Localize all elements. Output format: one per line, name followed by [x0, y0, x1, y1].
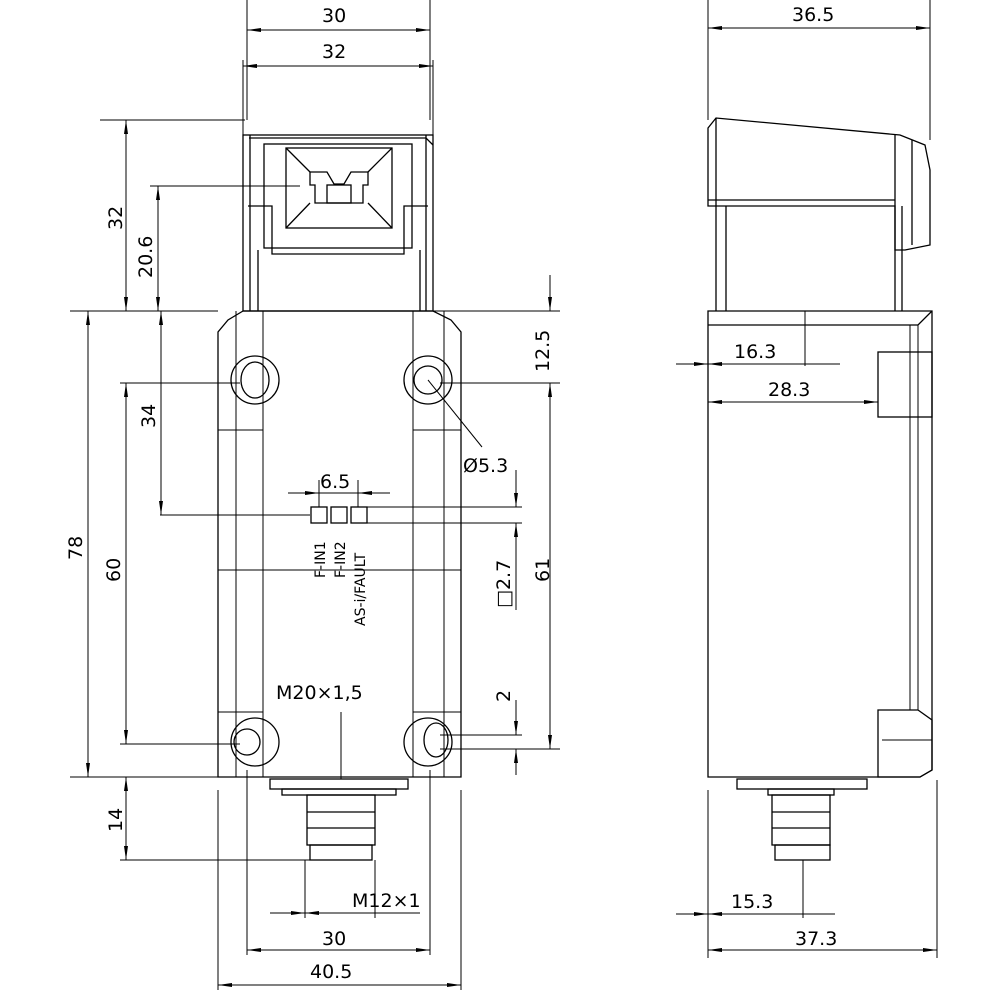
- mounting-hole: [423, 722, 449, 758]
- side-connector: [736, 778, 868, 861]
- led-label-asi-fault: AS-i/FAULT: [353, 552, 369, 626]
- dim-78: 78: [65, 536, 87, 560]
- dim-32-left: 32: [105, 206, 127, 230]
- dim-led-size: □2.7: [493, 560, 515, 608]
- dim-16-3: 16.3: [734, 341, 776, 363]
- m12-connector: [269, 778, 409, 861]
- dim-32-top: 32: [322, 41, 346, 63]
- led-indicators: [310, 506, 368, 524]
- dim-36-5: 36.5: [792, 4, 834, 26]
- mounting-hole: [240, 361, 270, 399]
- connector-thread-label: M12×1: [352, 890, 421, 912]
- dim-30-top: 30: [322, 5, 346, 27]
- side-view: [707, 117, 933, 861]
- front-view: [217, 134, 462, 861]
- dim-60: 60: [103, 558, 125, 582]
- actuator-slot: [285, 147, 393, 229]
- mounting-hole: [413, 365, 443, 395]
- cable-entry-label: M20×1,5: [276, 682, 363, 704]
- dim-12-5: 12.5: [532, 330, 554, 372]
- actuator-head: [242, 134, 434, 312]
- dim-14: 14: [105, 808, 127, 832]
- led-label-f-in1: F-IN1: [313, 541, 329, 578]
- dim-15-3: 15.3: [731, 891, 773, 913]
- dim-2: 2: [493, 690, 515, 702]
- side-dimensions: [676, 0, 938, 958]
- dim-61: 61: [532, 558, 554, 582]
- switch-body: [217, 310, 462, 778]
- dim-20-6: 20.6: [135, 236, 157, 278]
- side-body: [707, 310, 933, 778]
- dim-30-bottom: 30: [322, 928, 346, 950]
- front-dimensions: [70, 0, 560, 990]
- dim-34: 34: [138, 404, 160, 428]
- dim-hole-diameter: Ø5.3: [463, 455, 508, 477]
- dim-37-3: 37.3: [795, 928, 837, 950]
- dim-28-3: 28.3: [768, 379, 810, 401]
- dim-40-5: 40.5: [310, 961, 352, 983]
- mounting-hole: [233, 728, 261, 756]
- led-label-f-in2: F-IN2: [333, 541, 349, 578]
- dim-6-5: 6.5: [320, 471, 350, 493]
- side-head: [707, 117, 931, 311]
